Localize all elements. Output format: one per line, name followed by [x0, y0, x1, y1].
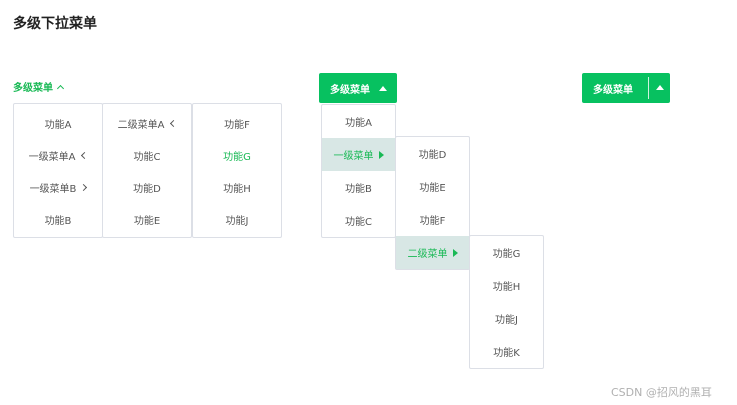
- menu-level2-panel: 二级菜单A 功能C 功能D 功能E: [102, 103, 192, 238]
- menu-item[interactable]: 功能J: [495, 315, 518, 326]
- menu-item-submenu[interactable]: 二级菜单A: [103, 107, 191, 139]
- menu-item[interactable]: 功能E: [133, 215, 161, 227]
- menu-item[interactable]: 功能A: [345, 118, 372, 129]
- button-label: 多级菜单: [330, 84, 370, 96]
- menu-item[interactable]: 功能K: [493, 348, 520, 359]
- menu-item[interactable]: 功能B: [44, 215, 72, 227]
- menu-item[interactable]: 功能G: [492, 249, 521, 260]
- multilevel-menu-button[interactable]: 多级菜单: [319, 73, 397, 103]
- menu-level1-panel: 功能A 一级菜单A 一级菜单B 功能B: [13, 103, 103, 238]
- caret-up-icon: [379, 85, 387, 91]
- menu-item-submenu-active[interactable]: 一级菜单: [322, 138, 395, 171]
- menu-item[interactable]: 功能F: [224, 119, 250, 131]
- menu-level2-panel: 功能D 功能E 功能F 二级菜单: [395, 136, 470, 270]
- menu-item[interactable]: 功能A: [44, 119, 72, 131]
- menu-item[interactable]: 功能B: [345, 184, 372, 195]
- menu-item[interactable]: 功能E: [419, 183, 446, 194]
- menu-item[interactable]: 功能C: [133, 151, 161, 163]
- menu-item[interactable]: 功能D: [418, 150, 447, 161]
- chevron-left-icon: [81, 151, 89, 159]
- menu-item[interactable]: 功能J: [225, 215, 249, 227]
- chevron-right-icon: [80, 183, 88, 191]
- menu-item-submenu[interactable]: 一级菜单A: [14, 139, 102, 171]
- multilevel-menu-trigger[interactable]: 多级菜单: [13, 79, 65, 94]
- button-divider: [648, 77, 649, 99]
- menu-item-active[interactable]: 功能G: [223, 151, 251, 163]
- menu-item[interactable]: 功能F: [419, 216, 446, 227]
- menu-item[interactable]: 功能D: [133, 183, 161, 195]
- button-label: 多级菜单: [593, 84, 633, 96]
- menu-item[interactable]: 功能H: [492, 282, 521, 293]
- caret-up-icon[interactable]: [656, 85, 664, 90]
- trigger-label: 多级菜单: [13, 83, 53, 94]
- menu-item[interactable]: 功能H: [223, 183, 251, 195]
- menu-level1-panel: 功能A 一级菜单 功能B 功能C: [321, 104, 396, 238]
- watermark: CSDN @招风的黑耳: [611, 386, 712, 399]
- menu-item[interactable]: 功能C: [345, 217, 372, 228]
- caret-right-icon: [452, 248, 458, 257]
- chevron-up-icon: [56, 84, 65, 92]
- menu-item-submenu-active[interactable]: 二级菜单: [396, 236, 469, 269]
- chevron-left-icon: [170, 119, 178, 127]
- page-title: 多级下拉菜单: [13, 16, 97, 32]
- menu-level3-panel: 功能G 功能H 功能J 功能K: [469, 235, 544, 369]
- menu-level3-panel: 功能F 功能G 功能H 功能J: [192, 103, 282, 238]
- split-menu-button[interactable]: 多级菜单: [582, 73, 670, 103]
- menu-item-submenu[interactable]: 一级菜单B: [14, 171, 102, 203]
- caret-right-icon: [378, 150, 384, 159]
